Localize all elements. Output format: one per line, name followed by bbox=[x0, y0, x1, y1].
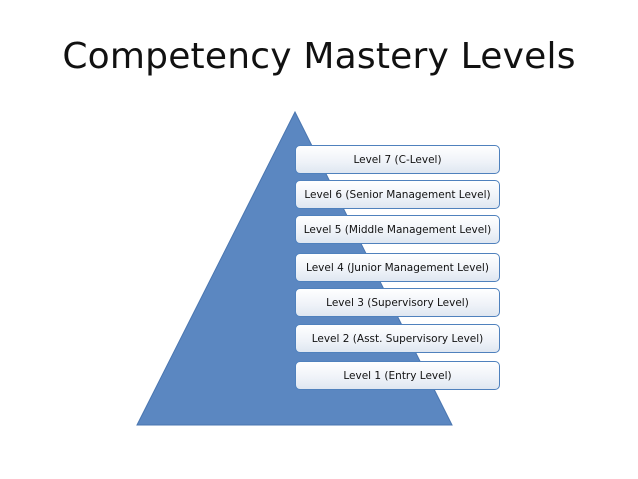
level-2-box: Level 2 (Asst. Supervisory Level) bbox=[295, 324, 500, 353]
level-4-label: Level 4 (Junior Management Level) bbox=[306, 261, 489, 274]
level-4-box: Level 4 (Junior Management Level) bbox=[295, 253, 500, 282]
level-2-label: Level 2 (Asst. Supervisory Level) bbox=[311, 332, 484, 345]
level-1-label: Level 1 (Entry Level) bbox=[343, 369, 452, 382]
level-5-label: Level 5 (Middle Management Level) bbox=[303, 223, 492, 236]
level-6-label: Level 6 (Senior Management Level) bbox=[304, 188, 491, 201]
level-3-box: Level 3 (Supervisory Level) bbox=[295, 288, 500, 317]
level-7-label: Level 7 (C-Level) bbox=[353, 153, 442, 166]
level-3-label: Level 3 (Supervisory Level) bbox=[326, 296, 469, 309]
slide-title: Competency Mastery Levels bbox=[62, 36, 576, 77]
level-1-box: Level 1 (Entry Level) bbox=[295, 361, 500, 390]
level-6-box: Level 6 (Senior Management Level) bbox=[295, 180, 500, 209]
level-7-box: Level 7 (C-Level) bbox=[295, 145, 500, 174]
level-5-box: Level 5 (Middle Management Level) bbox=[295, 215, 500, 244]
